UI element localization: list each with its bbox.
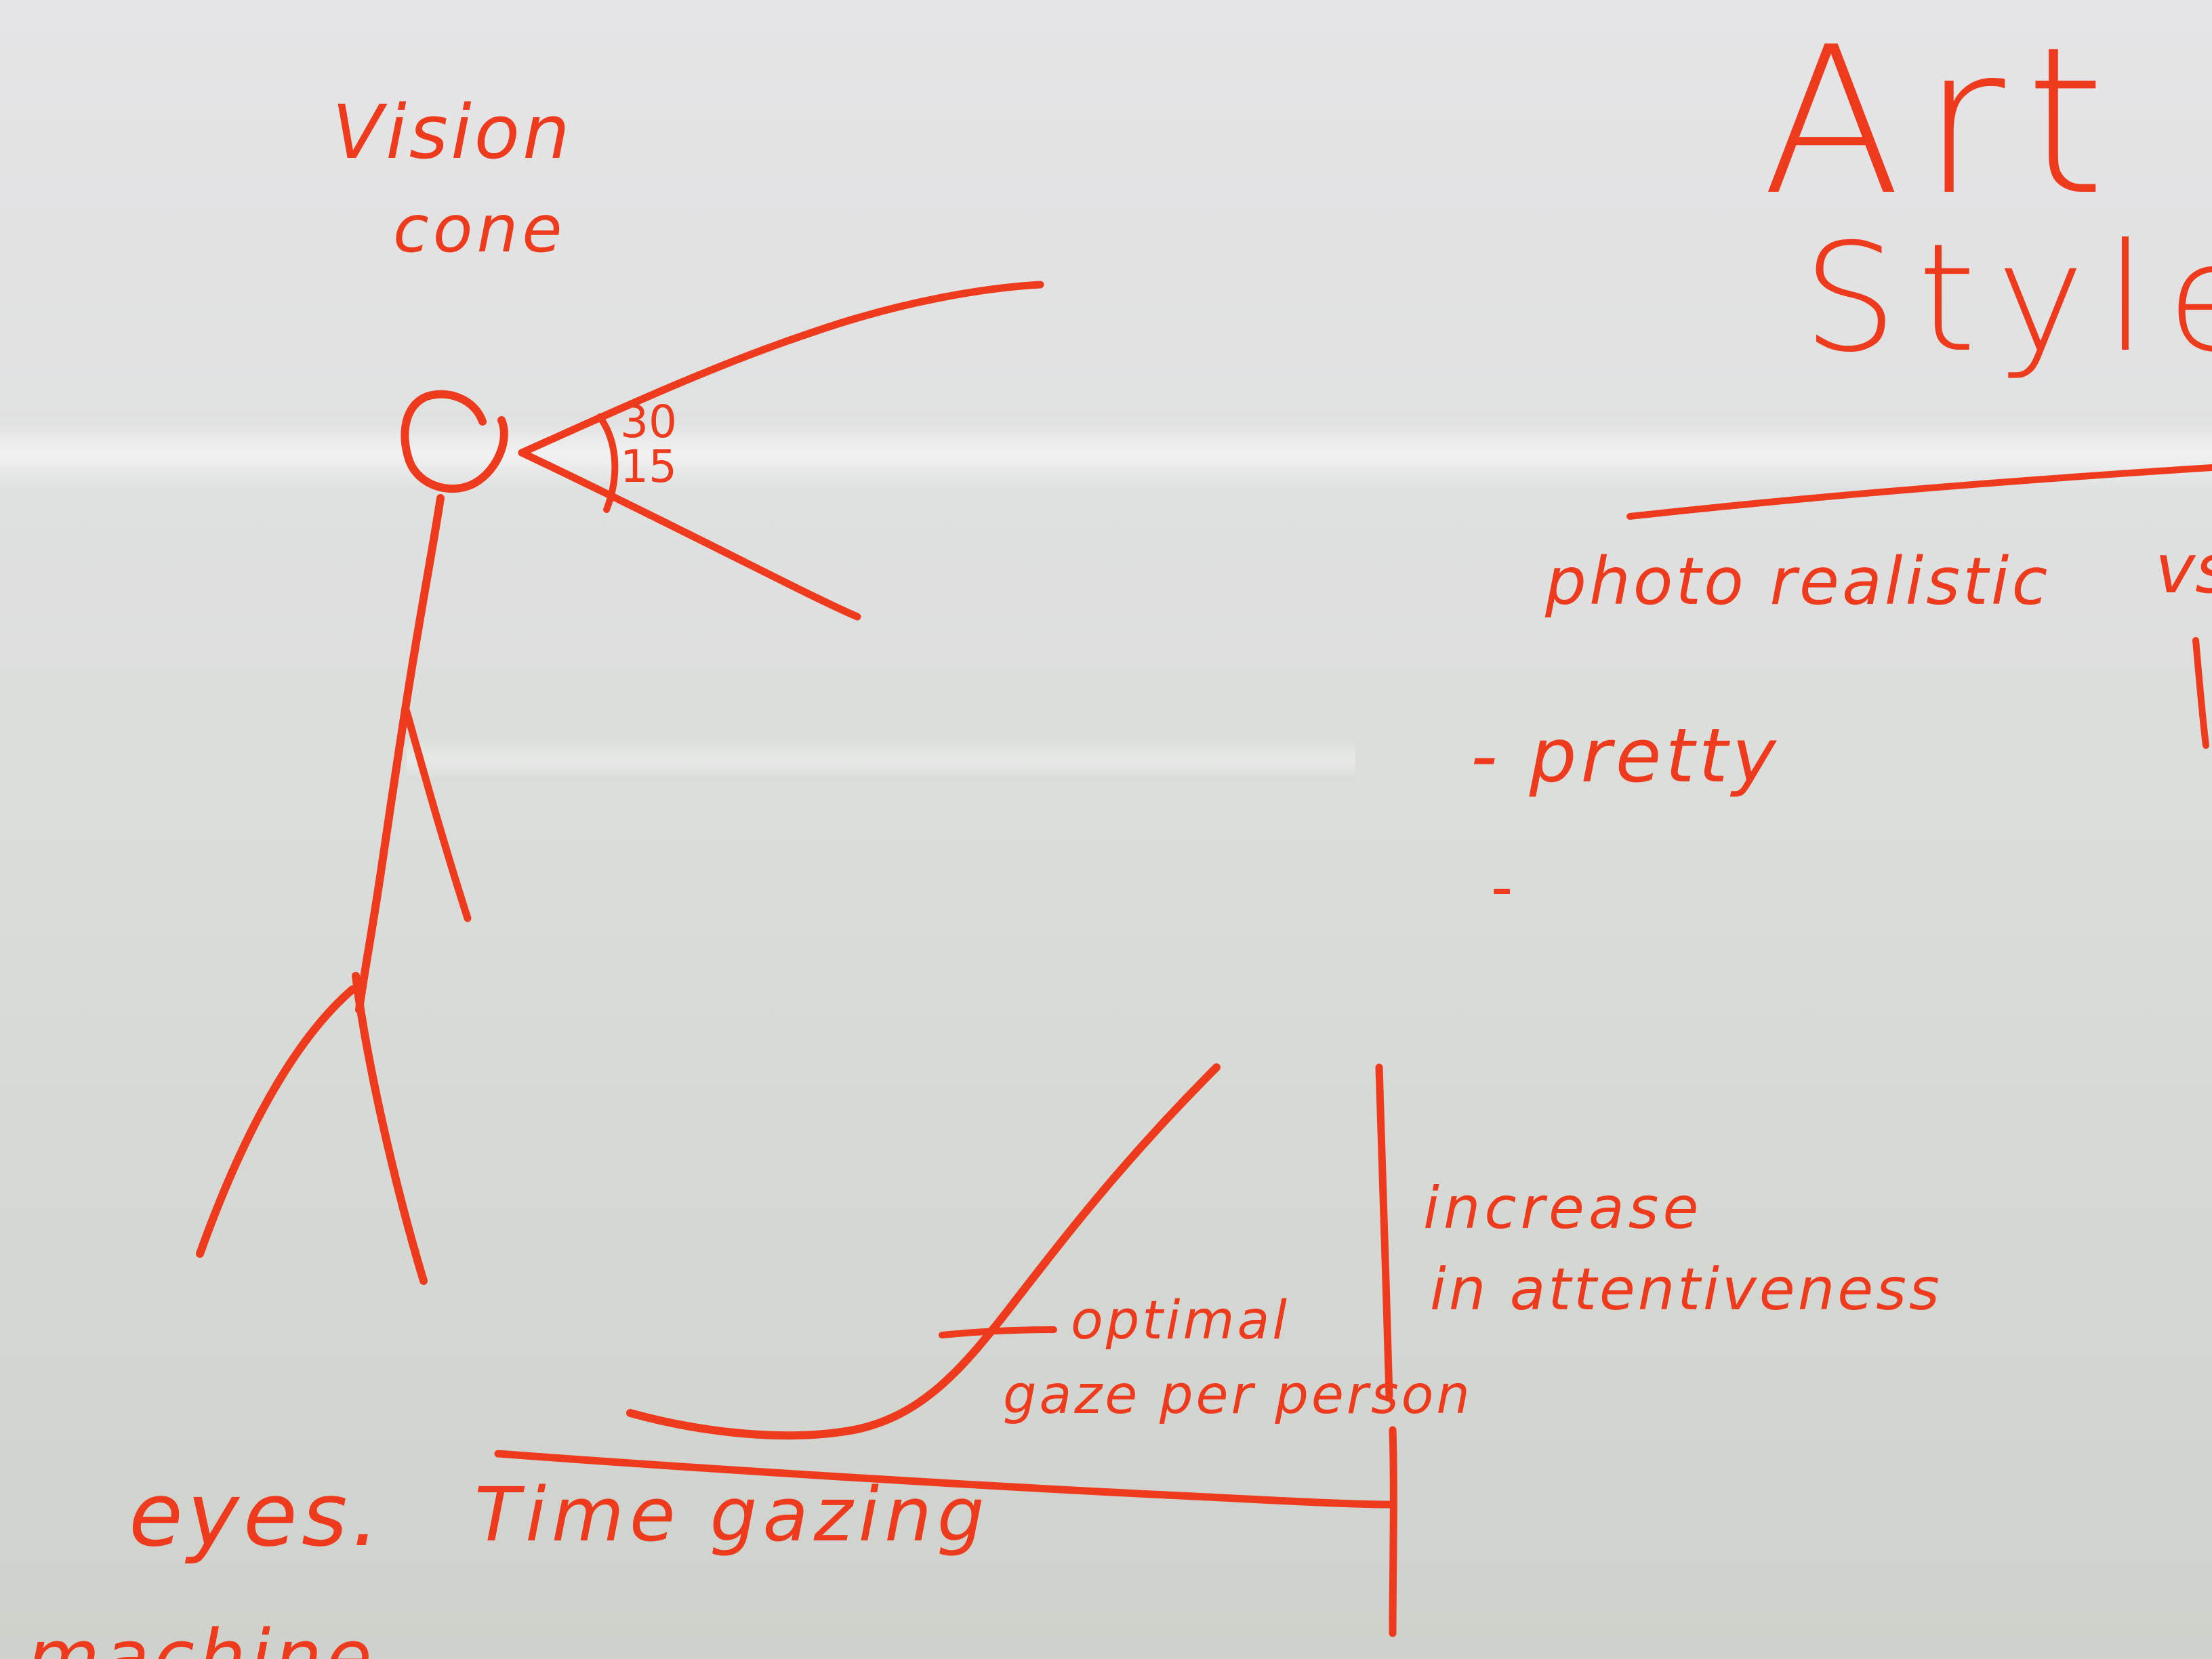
label-optimal: optimal bbox=[1071, 1290, 1290, 1351]
stick-figure-leg-right bbox=[352, 972, 428, 1285]
attentiveness-curve bbox=[626, 1063, 1221, 1440]
vs-column-line bbox=[2192, 637, 2209, 749]
label-vs: vs bbox=[2155, 529, 2212, 609]
optimal-marker bbox=[939, 1326, 1057, 1338]
label-angle-top: 30 bbox=[620, 396, 677, 448]
graph-ylabel-line2: in attentiveness bbox=[1430, 1256, 1942, 1324]
stick-figure-head bbox=[401, 390, 508, 493]
label-pretty: - pretty bbox=[1471, 712, 1780, 799]
label-angle: 30 15 bbox=[620, 400, 677, 489]
light-glare-lower bbox=[407, 739, 1355, 779]
section-divider-line bbox=[1626, 464, 2212, 520]
label-eyes: eyes. bbox=[129, 1463, 384, 1566]
vision-cone-upper-line bbox=[518, 281, 1044, 457]
heading-art: Art bbox=[1762, 3, 2126, 240]
label-photo-realistic: photo realistic bbox=[1545, 544, 2051, 619]
heading-style: Style bbox=[1803, 211, 2212, 385]
label-vision: Vision bbox=[332, 89, 573, 176]
stick-figure-leg-left bbox=[196, 985, 356, 1258]
stick-figure-arm-right bbox=[403, 708, 472, 922]
label-gaze-per-person: gaze per person bbox=[1003, 1365, 1473, 1426]
label-empty-bullet: - bbox=[1491, 852, 1513, 923]
angle-arc bbox=[596, 413, 619, 513]
label-machine: machine bbox=[27, 1614, 376, 1659]
label-angle-bottom: 15 bbox=[620, 441, 677, 493]
graph-y-axis bbox=[1375, 1063, 1397, 1637]
stick-figure-body bbox=[355, 494, 445, 1014]
vision-cone-lower-line bbox=[518, 449, 861, 621]
label-cone: cone bbox=[393, 191, 567, 267]
light-glare bbox=[0, 420, 2212, 488]
graph-x-axis bbox=[494, 1450, 1393, 1509]
graph-xlabel: Time gazing bbox=[474, 1471, 990, 1558]
graph-ylabel-line1: increase bbox=[1423, 1174, 1703, 1242]
